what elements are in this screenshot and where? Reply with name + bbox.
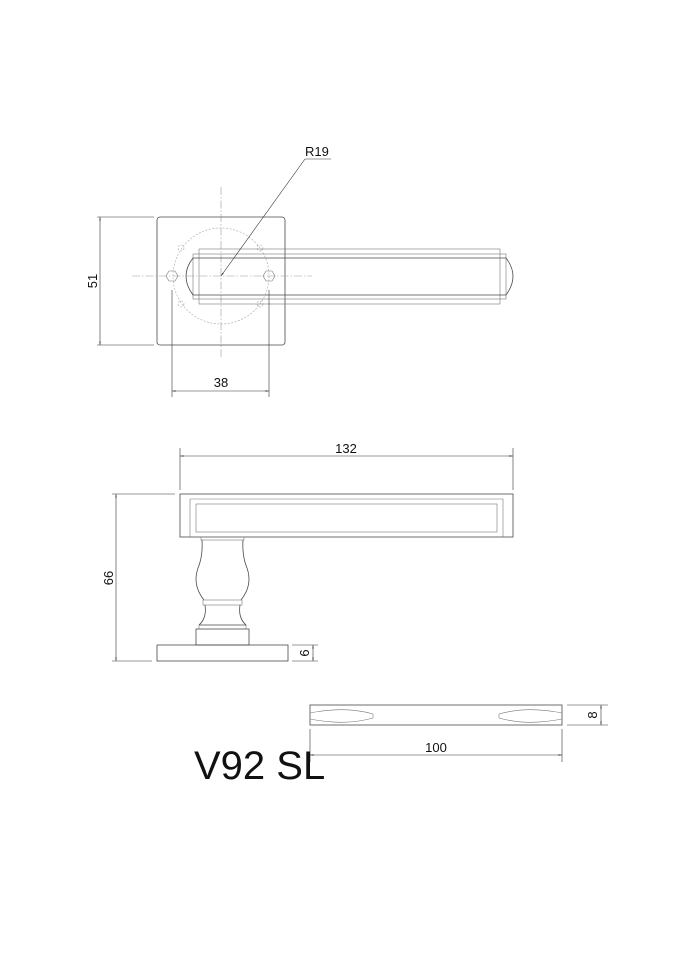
lever-grip xyxy=(185,257,514,296)
hex-nut-right xyxy=(262,270,276,282)
screw-hole xyxy=(256,244,264,252)
slot-left xyxy=(309,709,374,723)
slot-right xyxy=(498,709,563,723)
hex-nut-left xyxy=(165,270,179,282)
base-thickness-label: 6 xyxy=(297,649,312,656)
top-view: R19 51 38 xyxy=(85,144,514,397)
screw-hole xyxy=(177,300,185,308)
lever-outer-band xyxy=(198,248,501,305)
lever-side-panel xyxy=(195,503,498,533)
side-height-label: 66 xyxy=(101,571,116,585)
neck-base-block xyxy=(195,628,250,646)
baluster-neck xyxy=(195,539,250,601)
model-title: V92 SL xyxy=(194,744,325,788)
plate-thickness-label: 8 xyxy=(585,711,600,718)
plate-length-label: 100 xyxy=(425,740,447,755)
length-label: 132 xyxy=(335,441,357,456)
height-label: 51 xyxy=(85,274,100,288)
lever-side-inner-frame xyxy=(189,498,504,537)
radius-label: R19 xyxy=(305,144,329,159)
neck-ring xyxy=(202,599,243,606)
neck-collar xyxy=(200,536,245,541)
lever-middle-band xyxy=(192,253,507,300)
neck-lower xyxy=(198,604,248,626)
hole-spacing-label: 38 xyxy=(214,375,228,390)
plate xyxy=(309,704,563,726)
lever-side xyxy=(179,493,514,538)
r19-leader xyxy=(220,158,306,277)
plate-view: 100 8 xyxy=(309,704,608,762)
screw-hole xyxy=(177,244,185,252)
rosette-side xyxy=(156,644,289,662)
side-view: 132 66 6 xyxy=(101,441,514,662)
